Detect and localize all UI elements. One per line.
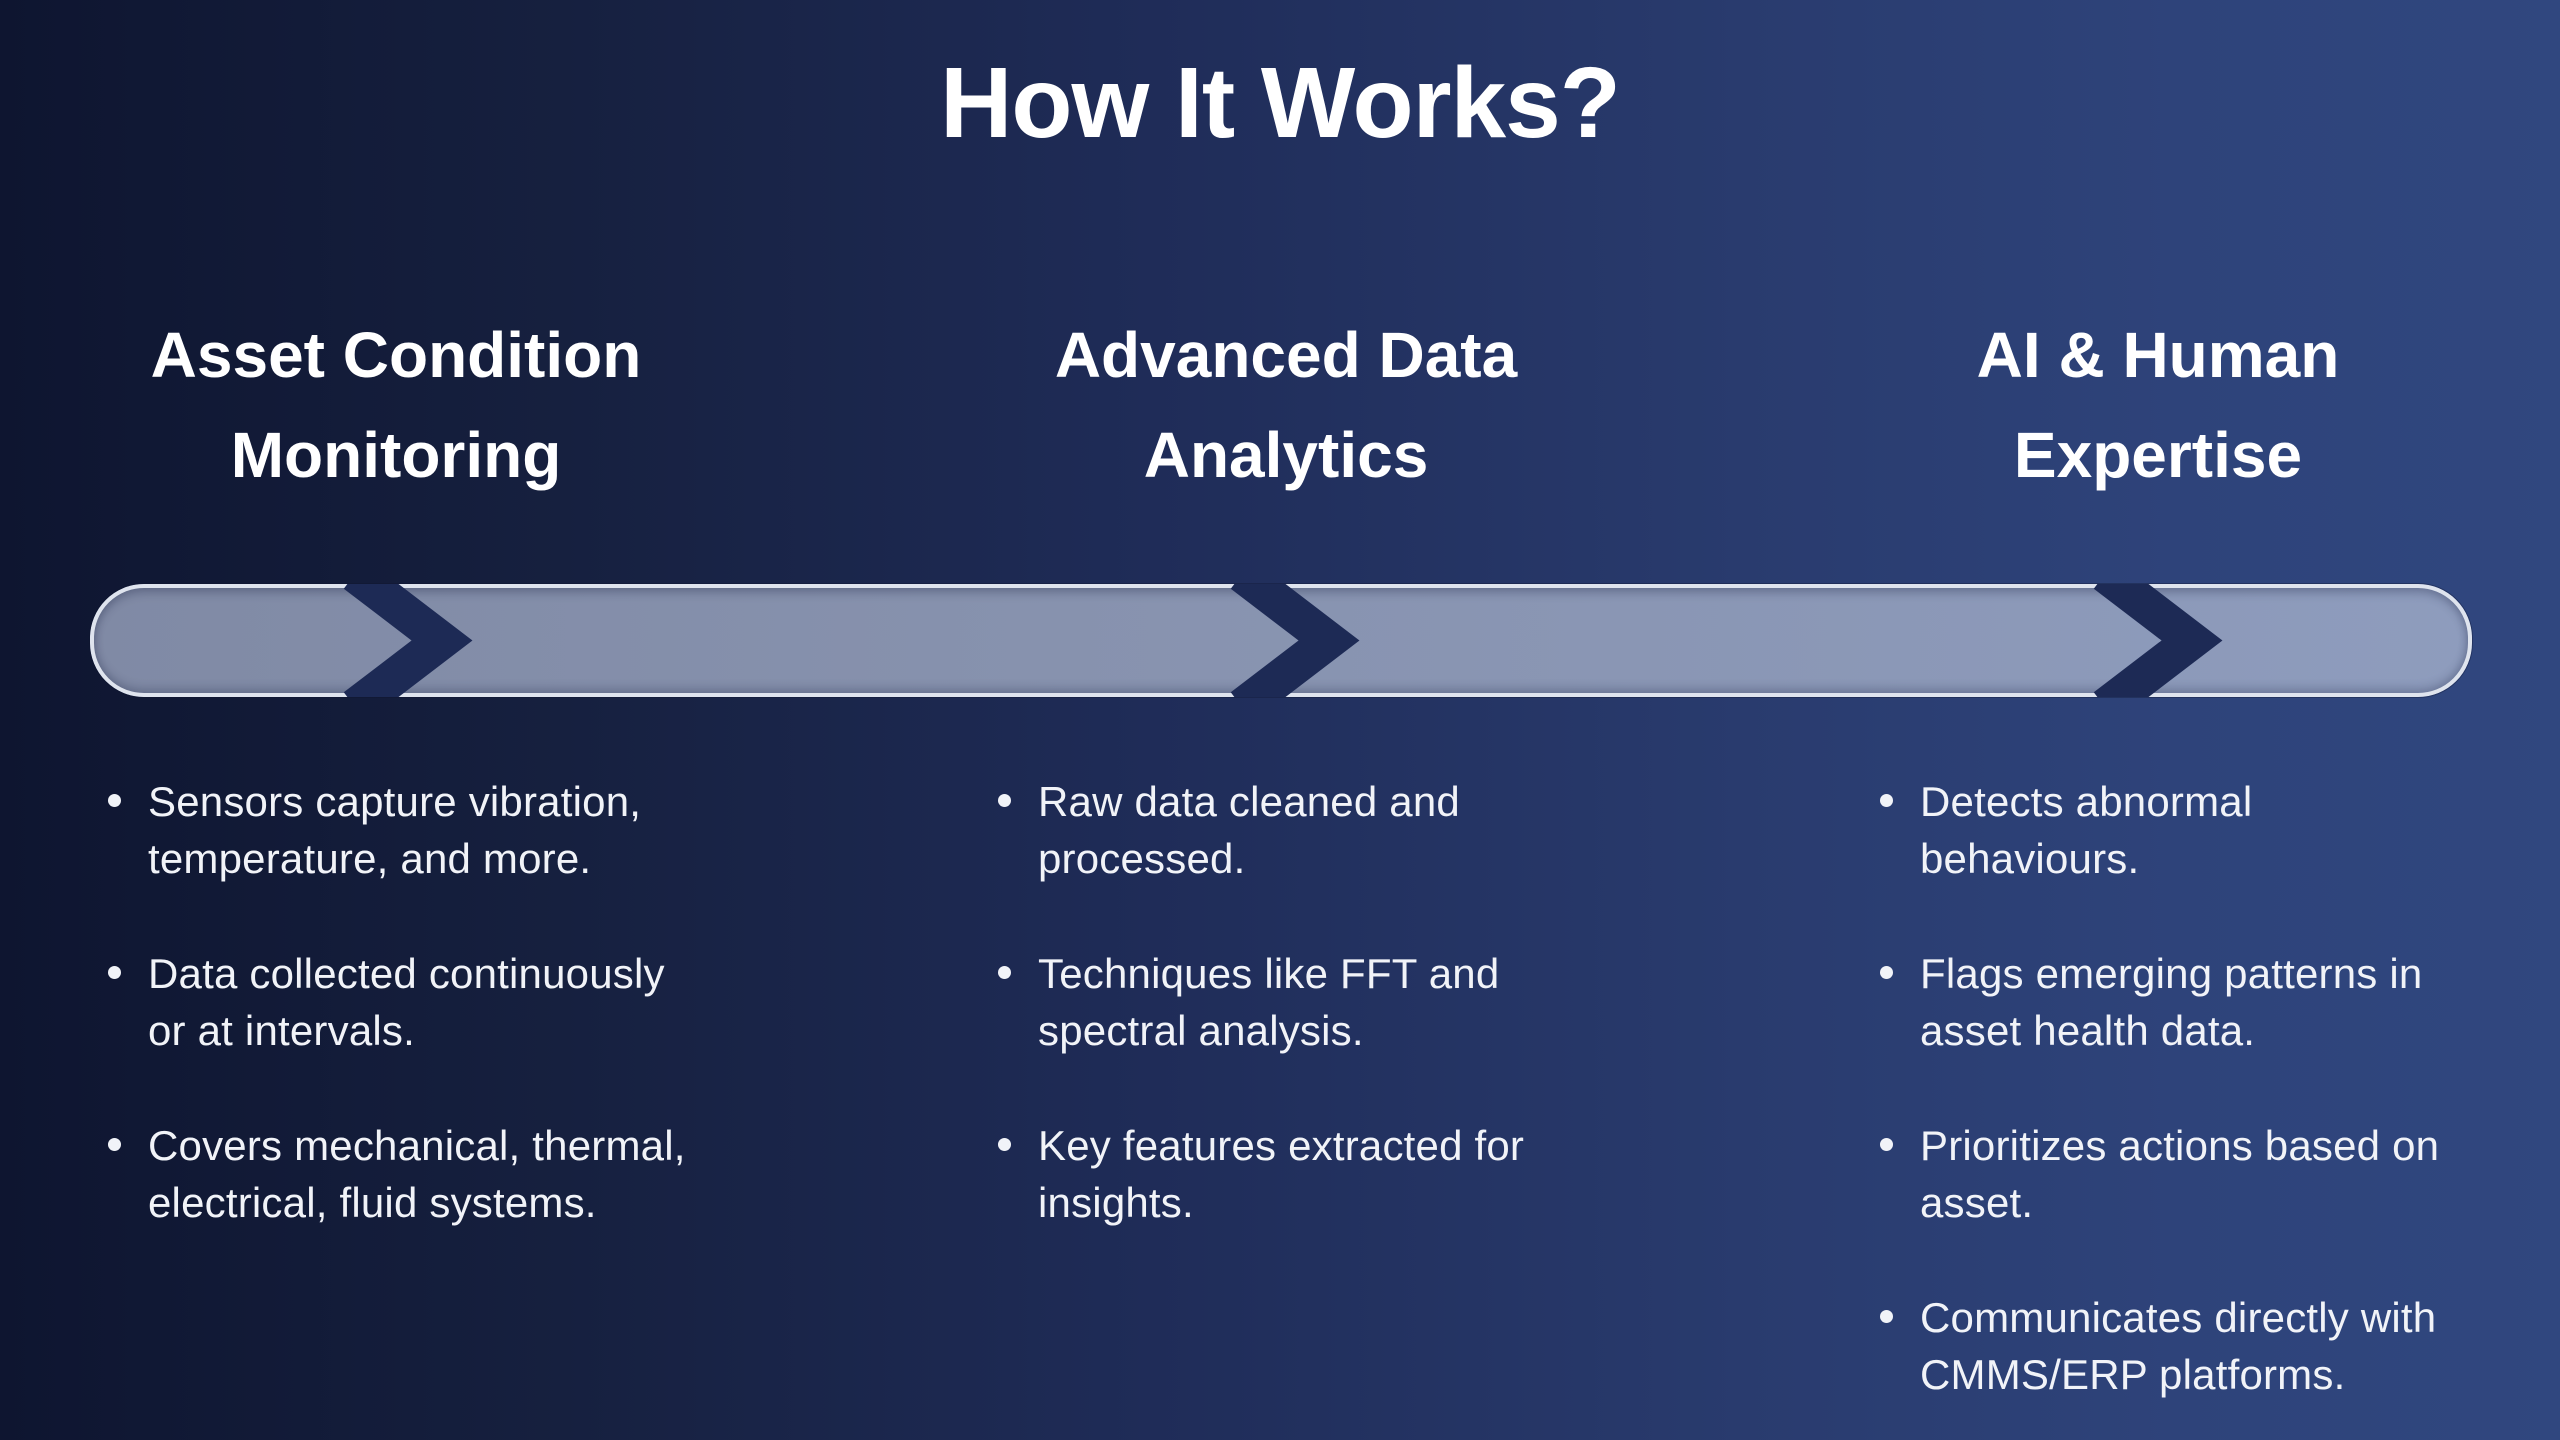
list-item: Data collected continuously or at interv…	[86, 945, 706, 1059]
bullet-text: Data collected continuously or at interv…	[148, 950, 665, 1054]
chevron-right-icon	[343, 584, 473, 697]
chevron-right-icon	[1230, 584, 1360, 697]
column-heading: Asset Condition Monitoring	[86, 305, 706, 505]
bullet-dot-icon	[108, 1138, 121, 1151]
list-item: Techniques like FFT and spectral analysi…	[976, 945, 1596, 1059]
bullet-list: Detects abnormal behaviours. Flags emerg…	[1858, 773, 2458, 1403]
list-item: Raw data cleaned and processed.	[976, 773, 1596, 887]
list-item: Flags emerging patterns in asset health …	[1858, 945, 2458, 1059]
column-asset-condition-monitoring: Asset Condition Monitoring Sensors captu…	[86, 305, 706, 1289]
chevron-right-icon	[2093, 584, 2223, 697]
column-ai-human-expertise: AI & Human Expertise Detects abnormal be…	[1858, 305, 2458, 1440]
bullet-list: Raw data cleaned and processed. Techniqu…	[976, 773, 1596, 1231]
column-heading: Advanced Data Analytics	[976, 305, 1596, 505]
bullet-list: Sensors capture vibration, temperature, …	[86, 773, 706, 1231]
bullet-dot-icon	[1880, 1138, 1893, 1151]
column-heading-line: Analytics	[1143, 419, 1429, 491]
list-item: Covers mechanical, thermal, electrical, …	[86, 1117, 706, 1231]
bullet-dot-icon	[1880, 966, 1893, 979]
column-heading-line: Advanced Data	[1054, 319, 1518, 391]
bullet-text: Raw data cleaned and processed.	[1038, 778, 1460, 882]
list-item: Sensors capture vibration, temperature, …	[86, 773, 706, 887]
bullet-text: Key features extracted for insights.	[1038, 1122, 1525, 1226]
bullet-dot-icon	[1880, 794, 1893, 807]
bullet-dot-icon	[998, 1138, 1011, 1151]
list-item: Key features extracted for insights.	[976, 1117, 1596, 1231]
bullet-dot-icon	[998, 966, 1011, 979]
list-item: Detects abnormal behaviours.	[1858, 773, 2458, 887]
column-heading-line: AI & Human	[1976, 319, 2340, 391]
column-heading-line: Asset Condition	[150, 319, 642, 391]
column-heading-line: Expertise	[2013, 419, 2303, 491]
bullet-text: Covers mechanical, thermal, electrical, …	[148, 1122, 686, 1226]
bullet-text: Sensors capture vibration, temperature, …	[148, 778, 642, 882]
bullet-dot-icon	[998, 794, 1011, 807]
bullet-text: Communicates directly with CMMS/ERP plat…	[1920, 1294, 2437, 1398]
bullet-dot-icon	[108, 794, 121, 807]
column-heading-line: Monitoring	[230, 419, 562, 491]
list-item: Communicates directly with CMMS/ERP plat…	[1858, 1289, 2458, 1403]
list-item: Prioritizes actions based on asset.	[1858, 1117, 2458, 1231]
page-title: How It Works?	[940, 47, 1621, 159]
bullet-text: Prioritizes actions based on asset.	[1920, 1122, 2440, 1226]
bullet-dot-icon	[1880, 1310, 1893, 1323]
bullet-text: Techniques like FFT and spectral analysi…	[1038, 950, 1500, 1054]
arrow-bar-chevrons	[343, 584, 2223, 697]
process-arrow-bar	[90, 584, 2472, 697]
bullet-text: Detects abnormal behaviours.	[1920, 778, 2253, 882]
bullet-dot-icon	[108, 966, 121, 979]
column-advanced-data-analytics: Advanced Data Analytics Raw data cleaned…	[976, 305, 1596, 1289]
column-heading: AI & Human Expertise	[1858, 305, 2458, 505]
bullet-text: Flags emerging patterns in asset health …	[1920, 950, 2423, 1054]
